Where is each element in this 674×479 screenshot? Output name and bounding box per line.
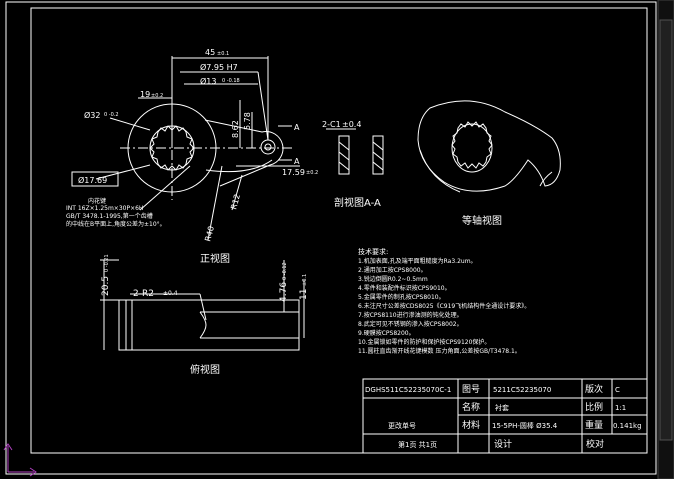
side-dim-205: 20.5: [101, 276, 111, 296]
dim-45: 45: [205, 48, 215, 57]
title-label-tuhao: 图号: [462, 384, 480, 395]
title-cailiao: 15-5PH-圆棒 Ø35.4: [492, 421, 558, 430]
chamfer-tol: ±0.4: [342, 120, 361, 129]
title-mingcheng: 衬套: [495, 403, 509, 412]
title-label-gaidan: 更改单号: [388, 421, 416, 430]
section-marker-bottom: A: [294, 157, 300, 166]
chamfer-label: 2-C1: [322, 120, 341, 129]
title-zhongliang: 0.141kg: [613, 422, 642, 430]
dim-dia-32: Ø32: [84, 110, 100, 120]
side-view-label: 俯视图: [190, 363, 220, 376]
tech-req-item: 3.锐边倒圆R0.2~0.5mm: [358, 275, 428, 283]
tech-req-item: 8.武定可见不锈钢的渗入按CPS8002。: [358, 320, 463, 328]
scrollbar-thumb[interactable]: [659, 19, 673, 441]
side-dim-476: 4.76: [279, 282, 289, 302]
dim-1759-tol: ±0.2: [306, 170, 318, 176]
iso-view: [417, 100, 561, 193]
dim-45-tol: ±0.1: [217, 51, 229, 57]
tech-requirements: 技术要求: 1.机加表面,孔及端平面粗糙度为Ra3.2um。 2.通用加工按CP…: [358, 247, 530, 355]
dim-dia-1769: Ø17.69: [78, 175, 107, 185]
side-dim-11-tol: ±0.1: [302, 274, 308, 286]
dia-1769-box: [71, 171, 119, 187]
dim-dia-795: Ø7.95 H7: [200, 62, 238, 72]
title-label-cailiao: 材料: [462, 419, 480, 431]
vertical-scrollbar[interactable]: [657, 0, 674, 479]
title-label-sheji: 设计: [494, 438, 512, 450]
side-dim-476-tol: 0 -0.12: [282, 262, 288, 280]
tech-req-item: 7.按CPS8110进行渗油测的钝化处理。: [358, 311, 463, 319]
tech-req-item: 6.未注尺寸公差按CDS8025《C919飞机结构件全通设计要求》。: [358, 302, 530, 310]
side-dim-205-tol: 0 -0.21: [104, 254, 110, 272]
title-page: 第1页 共1页: [398, 440, 437, 449]
title-label-banci: 版次: [585, 383, 603, 395]
dim-dia-13-tol: 0 -0.18: [222, 78, 240, 84]
dim-19: 19: [140, 90, 150, 99]
side-dim-11: 11: [299, 289, 309, 300]
dim-19-tol: ±0.2: [151, 93, 163, 99]
dim-r40: R40: [203, 225, 216, 243]
dim-r12: R12: [229, 193, 242, 211]
section-marker-top: A: [294, 123, 300, 132]
spline-note-4: 的中线在B平面上,角度公差为±10°。: [66, 220, 166, 228]
dim-dia-32-tol: 0 -0.2: [104, 112, 119, 118]
drawing-border-inner: [30, 7, 648, 454]
tech-req-item: 9.硬膜按CPS8200。: [358, 329, 415, 337]
title-label-bili: 比例: [585, 401, 603, 413]
side-dim-r2-tol: ±0.4: [163, 290, 178, 297]
section-view: [326, 128, 384, 175]
side-view: [100, 259, 305, 351]
tech-req-item: 11.圆柱直齿渐开线花键模数 压力角面,公差按GB/T3478.1。: [358, 347, 521, 355]
title-drawing-code: DGHS511C52235070C-1: [365, 386, 451, 394]
dim-578: 5.78: [243, 112, 252, 130]
dim-dia-13: Ø13: [200, 76, 216, 86]
dim-862: 8.62: [231, 120, 240, 138]
section-view-label: 剖视图A-A: [334, 196, 381, 209]
spline-note-2: INT 16Z×1.25m×30P×6H: [66, 205, 143, 212]
tech-req-item: 4.零件和装配件标识按CPS9010。: [358, 284, 451, 292]
spline-note-3: GB/T 3478.1-1995,第一个齿槽: [66, 212, 153, 220]
dim-1759: 17.59: [282, 168, 305, 177]
ucs-axis-icon: [3, 443, 37, 477]
tech-req-item: 2.通用加工按CPS8000。: [358, 266, 427, 274]
front-view: [95, 56, 300, 241]
title-tuhao: 5211C52235070: [493, 386, 551, 394]
side-dim-r2: 2-R2: [133, 289, 154, 299]
tech-req-item: 1.机加表面,孔及端平面粗糙度为Ra3.2um。: [358, 257, 477, 265]
tech-req-title: 技术要求:: [358, 247, 388, 256]
tech-req-item: 10.金属锁如零件的防护和保护按CPS9120保护。: [358, 338, 490, 346]
title-banci: C: [615, 386, 620, 394]
iso-view-label: 等轴视图: [462, 214, 502, 227]
title-bili: 1:1: [615, 404, 626, 412]
tech-req-item: 5.金属零件的制孔按CPS8010。: [358, 293, 445, 301]
title-label-mingcheng: 名称: [462, 401, 480, 413]
title-label-jiaodui: 校对: [586, 438, 604, 450]
drawing-border-outer: [5, 1, 657, 475]
front-view-label: 正视图: [200, 252, 230, 265]
title-block: [362, 378, 648, 454]
title-label-zhongliang: 重量: [585, 419, 603, 431]
spline-note-1: 内花键: [88, 197, 106, 205]
